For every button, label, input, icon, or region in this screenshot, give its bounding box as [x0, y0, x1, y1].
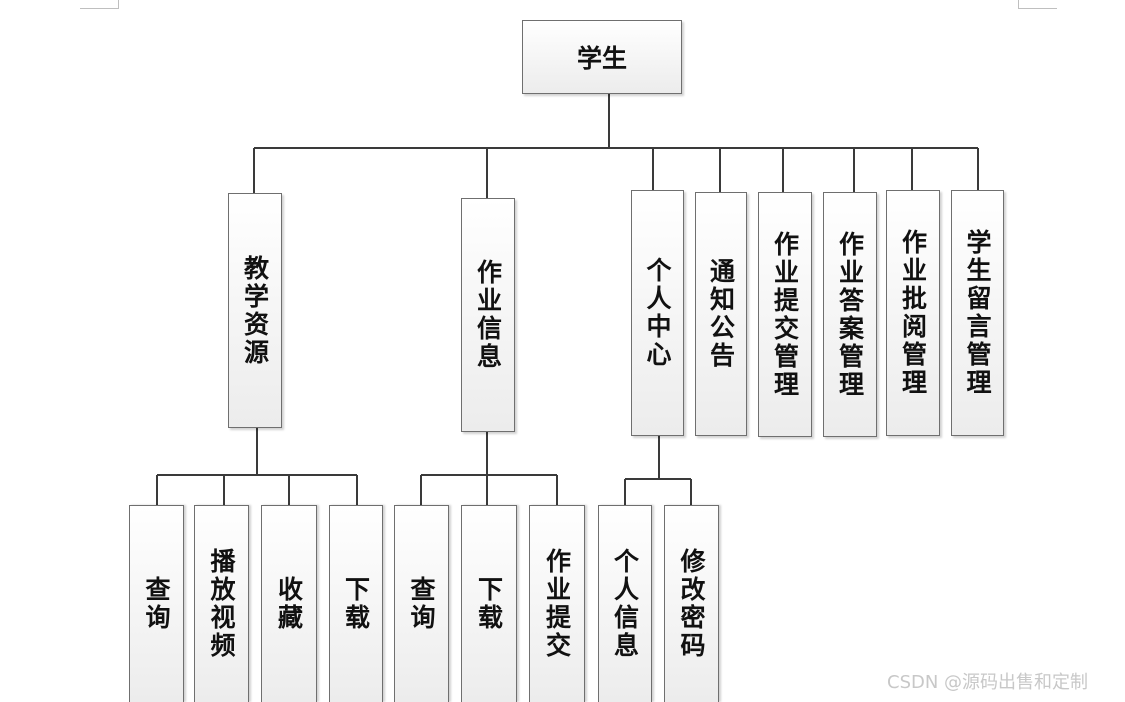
node-label: 作业提交管理: [770, 230, 800, 399]
node-label: 播放视频: [207, 548, 236, 660]
node-resources-query: 查询: [129, 505, 184, 702]
node-resources-download: 下载: [329, 505, 383, 702]
node-change-password: 修改密码: [664, 505, 719, 702]
node-label: 通知公告: [706, 258, 736, 370]
node-homework-submit: 作业提交: [529, 505, 585, 702]
node-label: 个人信息: [610, 548, 640, 660]
node-resources-play-video: 播放视频: [194, 505, 249, 702]
node-homework-download: 下载: [461, 505, 517, 702]
node-student-message-mgmt: 学生留言管理: [951, 190, 1004, 436]
node-homework-answer-mgmt: 作业答案管理: [823, 192, 877, 437]
node-label: 作业答案管理: [835, 230, 865, 399]
node-label: 教学资源: [240, 254, 270, 367]
node-label: 作业信息: [473, 259, 503, 371]
root-node-student: 学生: [522, 20, 682, 94]
crop-mark-left: [80, 0, 119, 9]
node-label: 作业提交: [542, 548, 572, 660]
node-homework-info: 作业信息: [461, 198, 515, 432]
node-personal-info: 个人信息: [598, 505, 652, 702]
node-teaching-resources: 教学资源: [228, 193, 282, 428]
node-personal-center: 个人中心: [631, 190, 684, 436]
node-label: 查询: [142, 576, 171, 632]
root-node-label: 学生: [576, 44, 627, 73]
node-resources-favorite: 收藏: [261, 505, 317, 702]
crop-mark-right: [1018, 0, 1057, 9]
node-label: 个人中心: [643, 257, 672, 369]
node-label: 下载: [341, 576, 371, 632]
node-label: 作业批阅管理: [898, 229, 928, 397]
node-label: 查询: [407, 576, 436, 632]
node-label: 修改密码: [677, 548, 706, 660]
node-notice: 通知公告: [695, 192, 747, 436]
node-homework-submit-mgmt: 作业提交管理: [758, 192, 812, 437]
node-label: 收藏: [274, 576, 304, 632]
node-homework-review-mgmt: 作业批阅管理: [886, 190, 940, 436]
watermark-text: CSDN @源码出售和定制: [887, 672, 1089, 693]
node-label: 学生留言管理: [963, 229, 992, 397]
node-label: 下载: [474, 576, 504, 632]
node-homework-query: 查询: [394, 505, 449, 702]
